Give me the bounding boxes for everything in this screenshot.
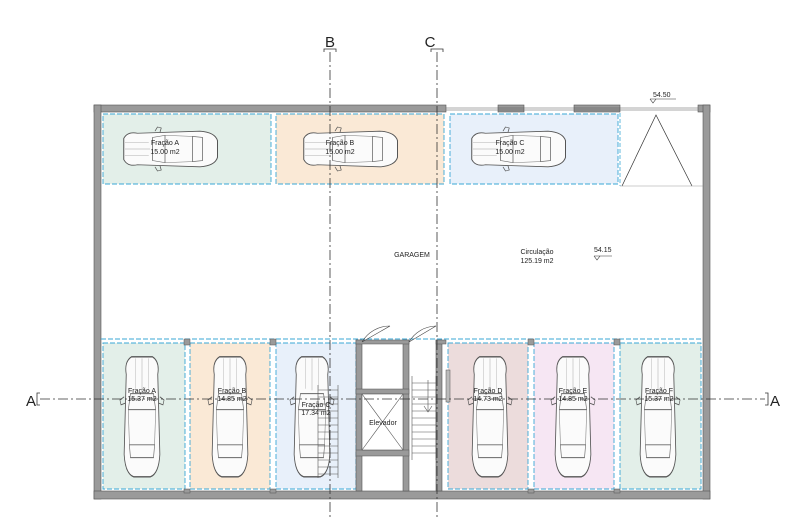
level-marker-top: 54.50 [649, 92, 676, 104]
svg-text:Fração B: Fração B [218, 388, 247, 395]
circulation-label: Circulação [520, 249, 553, 256]
circulation-area: 125.19 m2 [520, 258, 553, 265]
top-space-c: Fração C 15.00 m2 [449, 113, 619, 185]
svg-text:15.37 m2: 15.37 m2 [127, 396, 156, 403]
wall-top-segment [497, 104, 525, 113]
svg-text:14.73 m2: 14.73 m2 [473, 396, 502, 403]
bottom-space-f: Fração F 15.37 m2 [619, 342, 702, 490]
wall-left [93, 104, 102, 500]
svg-text:54.15: 54.15 [594, 247, 612, 254]
section-mark-b: B [325, 34, 335, 51]
elevator-core: Elevador [355, 325, 447, 492]
top-space-b: Fração B 15.00 m2 [275, 113, 445, 185]
space-label: Fração C [496, 140, 525, 147]
top-space-a: Fração A 15.00 m2 [102, 113, 272, 185]
svg-text:Fração D: Fração D [474, 388, 503, 395]
bottom-space-c: Fração C 17.34 m2 [275, 342, 357, 490]
space-area: 15.00 m2 [495, 149, 524, 156]
svg-text:17.34 m2: 17.34 m2 [301, 410, 330, 417]
door-swing-right [408, 325, 437, 343]
svg-text:Fração F: Fração F [645, 388, 673, 395]
bottom-space-d: Fração D 14.73 m2 [447, 342, 529, 490]
svg-text:14.85 m2: 14.85 m2 [217, 396, 246, 403]
wall-right [702, 104, 711, 500]
svg-text:15.37 m2: 15.37 m2 [644, 396, 673, 403]
svg-text:Fração C: Fração C [302, 402, 331, 409]
section-lines [40, 52, 765, 518]
svg-text:14.85 m2: 14.85 m2 [558, 396, 587, 403]
elevator-label: Elevador [369, 420, 397, 427]
stairs-right [411, 376, 437, 460]
garage-label: GARAGEM [394, 252, 430, 259]
level-marker-floor: 54.15 [593, 247, 612, 261]
bottom-space-a: Fração A 15.37 m2 [102, 342, 186, 490]
wall-bottom [93, 490, 711, 500]
wall-top-segment-2 [573, 104, 621, 113]
bottom-space-e: Fração E 14.85 m2 [533, 342, 615, 490]
section-mark-c: C [425, 34, 436, 51]
bottom-space-b: Fração B 14.85 m2 [189, 342, 271, 490]
wall-top-left [93, 104, 447, 113]
svg-text:54.50: 54.50 [653, 92, 671, 99]
svg-text:Fração A: Fração A [128, 388, 156, 395]
door-swing-left [361, 325, 391, 343]
space-area: 15.00 m2 [150, 149, 179, 156]
section-mark-a-left: A [26, 393, 36, 410]
column-posts [183, 338, 621, 494]
outer-walls [93, 104, 711, 500]
section-mark-a-right: A [770, 393, 780, 410]
space-label: Fração B [326, 140, 355, 147]
stairs-left [317, 385, 339, 478]
space-label: Fração A [151, 140, 179, 147]
entrance-ramp [619, 113, 703, 187]
space-area: 15.00 m2 [325, 149, 354, 156]
section-brackets [36, 48, 769, 406]
svg-text:Fração E: Fração E [559, 388, 588, 395]
